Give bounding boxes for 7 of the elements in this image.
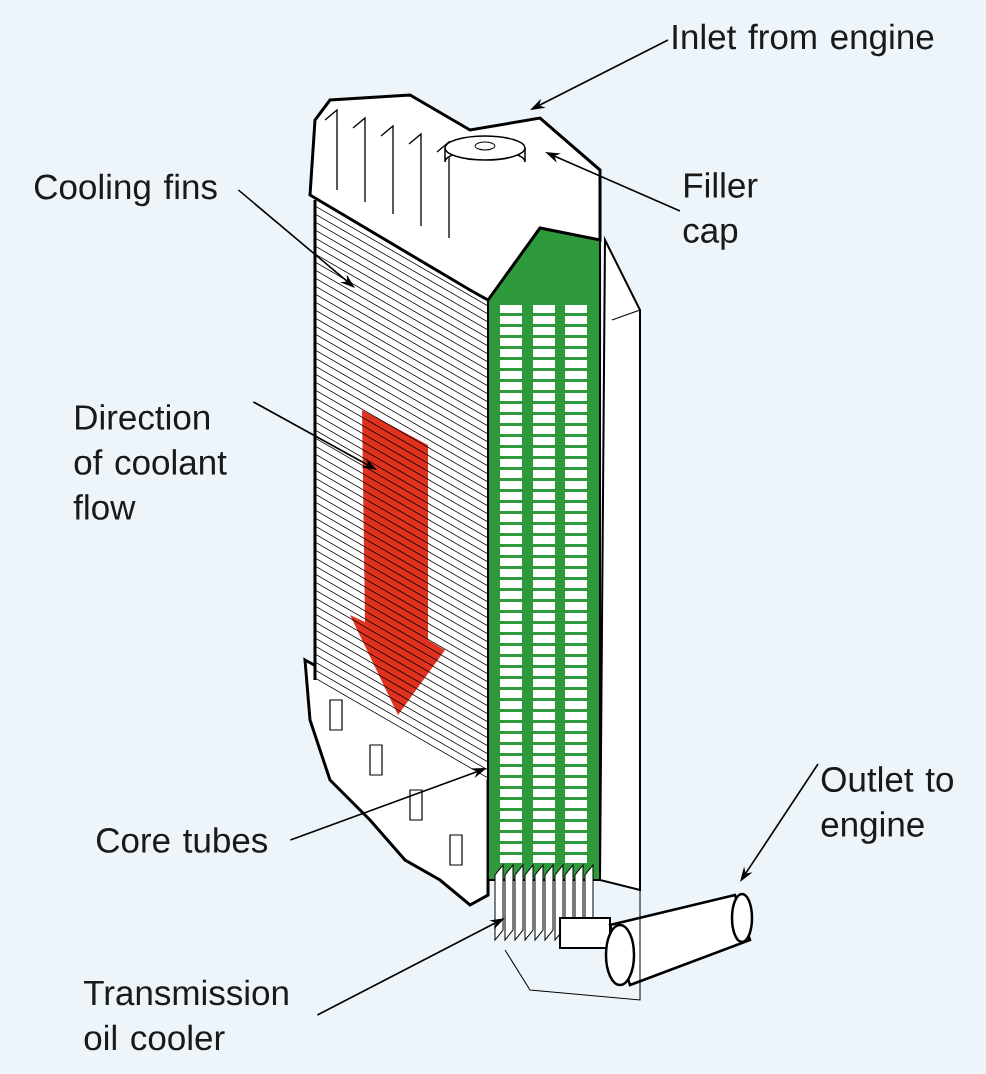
part-label: Cooling fins	[34, 173, 217, 207]
part-label: Filler cap	[683, 172, 758, 250]
part-label: Transmission oil cooler	[84, 979, 288, 1051]
part-label: Outlet to engine	[821, 766, 953, 844]
part-label: Direction of coolant flow	[73, 404, 227, 520]
part-label: Inlet from engine	[673, 23, 934, 57]
part-label: Core tubes	[96, 827, 268, 853]
